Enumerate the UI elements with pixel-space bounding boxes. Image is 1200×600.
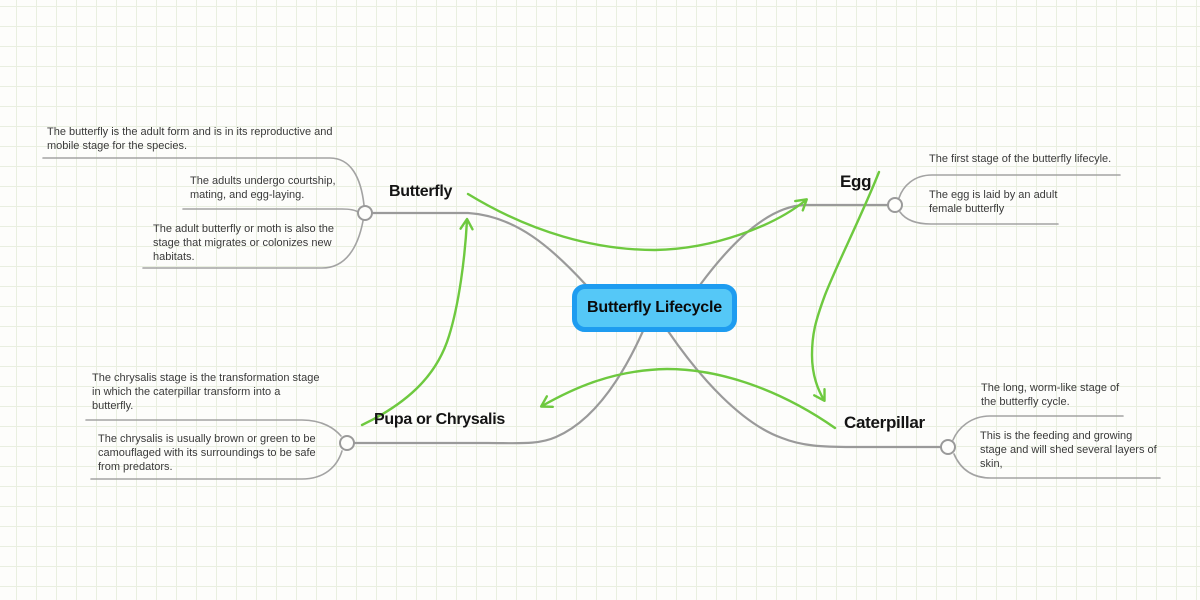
connector-handle-caterpillar[interactable] — [940, 439, 956, 455]
note-egg-1[interactable]: The first stage of the butterfly lifecyl… — [929, 153, 1112, 165]
note-caterpillar-1[interactable]: The long, worm-like stage of the butterf… — [981, 382, 1120, 408]
stage-label-butterfly[interactable]: Butterfly — [389, 183, 453, 200]
connector-handle-butterfly[interactable] — [357, 205, 373, 221]
arrow-butterfly-to-egg — [466, 192, 808, 252]
note-line-butterfly-2 — [182, 208, 359, 213]
branch-line-butterfly — [370, 211, 588, 287]
branch-line-caterpillar — [666, 329, 942, 449]
arrow-pupa-to-butterfly — [360, 217, 474, 427]
connector-handle-pupa[interactable] — [339, 435, 355, 451]
connector-handle-egg[interactable] — [887, 197, 903, 213]
note-line-butterfly-1 — [42, 157, 365, 206]
note-line-caterpillar-2 — [953, 453, 1161, 479]
note-line-caterpillar-1 — [952, 415, 1124, 441]
note-line-pupa-1 — [85, 419, 342, 437]
root-node[interactable]: Butterfly Lifecycle — [572, 284, 737, 332]
note-egg-2[interactable]: The egg is laid by an adult female butte… — [929, 189, 1058, 215]
stage-label-egg[interactable]: Egg — [840, 172, 872, 191]
stage-label-pupa[interactable]: Pupa or Chrysalis — [374, 411, 505, 428]
stage-label-caterpillar[interactable]: Caterpillar — [844, 413, 925, 432]
arrow-caterpillar-to-pupa — [539, 367, 837, 430]
note-pupa-1[interactable]: The chrysalis stage is the transformatio… — [92, 372, 320, 412]
note-butterfly-1[interactable]: The butterfly is the adult form and is i… — [47, 126, 333, 152]
note-butterfly-3[interactable]: The adult butterfly or moth is also the … — [153, 223, 334, 263]
arrow-egg-to-caterpillar — [810, 170, 881, 403]
note-line-pupa-2 — [90, 450, 343, 480]
note-line-butterfly-3 — [142, 220, 364, 269]
note-butterfly-2[interactable]: The adults undergo courtship, mating, an… — [190, 175, 336, 201]
note-line-egg-1 — [898, 174, 1121, 199]
note-caterpillar-2[interactable]: This is the feeding and growing stage an… — [980, 430, 1157, 470]
branch-line-pupa — [353, 329, 645, 445]
note-pupa-2[interactable]: The chrysalis is usually brown or green … — [98, 433, 316, 473]
note-line-egg-2 — [899, 211, 1059, 225]
